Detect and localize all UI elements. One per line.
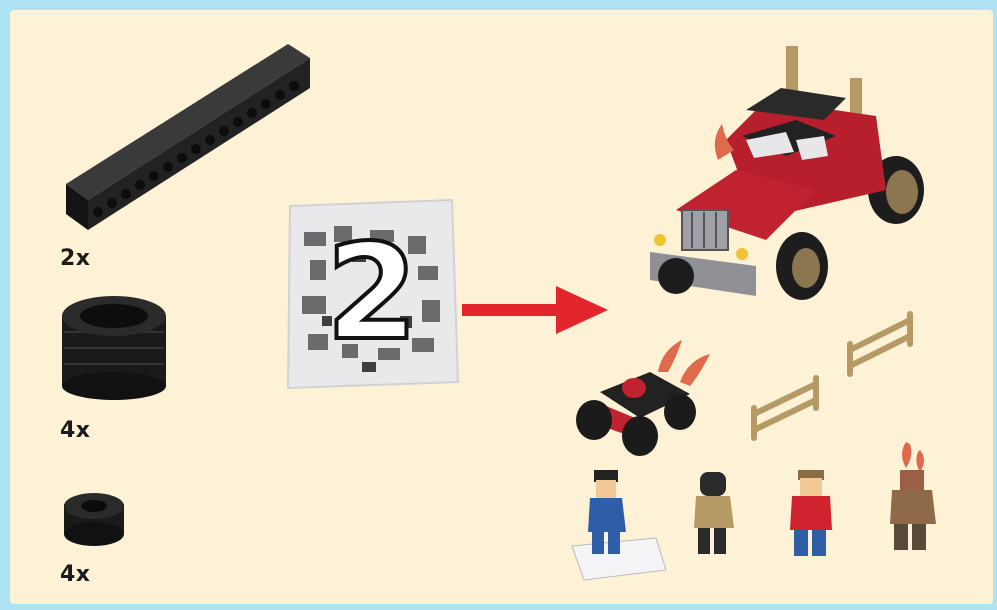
bag-number: 2 <box>322 218 422 368</box>
technic-beam-image <box>58 34 318 234</box>
minifigure-red-image <box>786 468 836 558</box>
arrow-right-icon <box>462 282 612 338</box>
fence-image <box>744 368 828 444</box>
fence-image <box>842 304 922 380</box>
technic-beam-quantity: 2x <box>60 246 91 271</box>
large-tire-quantity: 4x <box>60 418 91 443</box>
minifigure-blue-image <box>570 466 670 584</box>
minifigure-brown-image <box>880 440 950 554</box>
large-tire-image <box>60 292 170 402</box>
quad-bike-image <box>570 332 730 462</box>
monster-truck-image <box>646 40 936 320</box>
minifigure-tan-image <box>690 470 738 556</box>
small-tire-quantity: 4x <box>60 562 91 587</box>
small-tire-image <box>62 490 128 550</box>
